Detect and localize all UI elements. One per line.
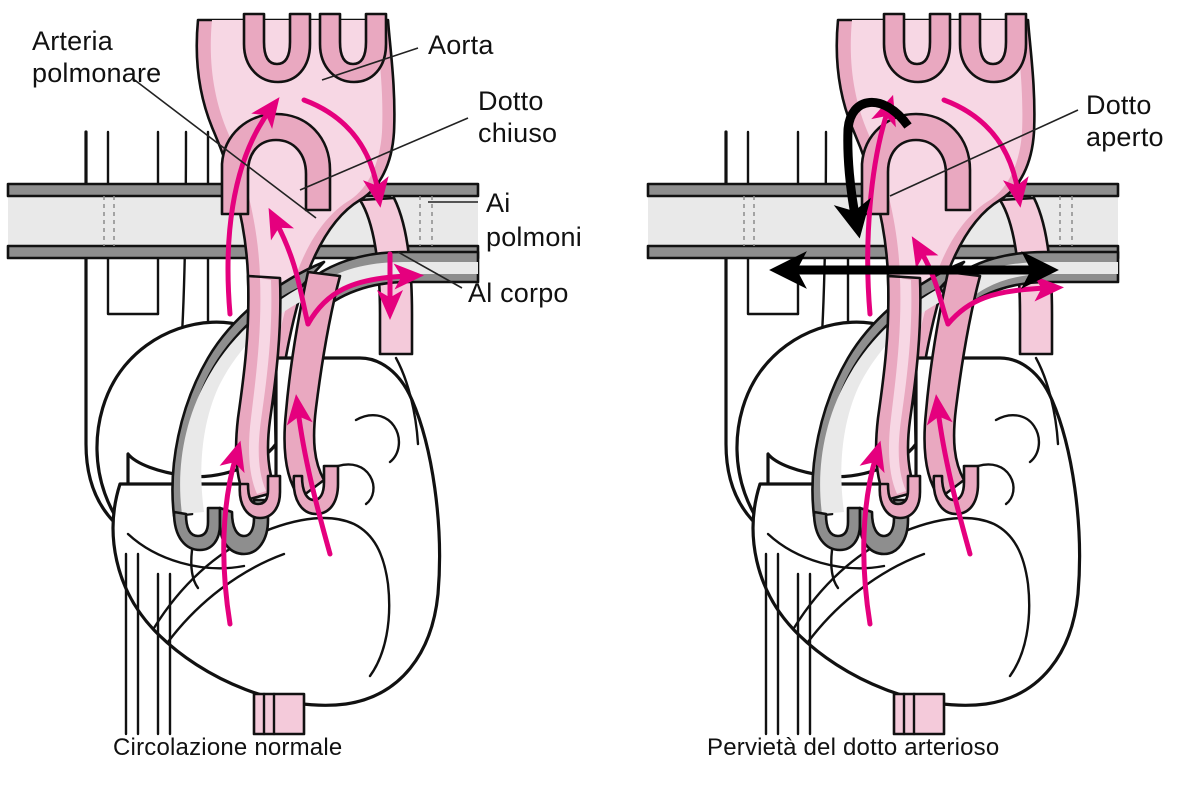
label-ai-polmoni-line1: Ai: [486, 188, 510, 218]
label-aorta-line1: Aorta: [428, 30, 494, 60]
flow-arrow-right-ventricle-pda: [859, 440, 885, 627]
label-arteria-polmonare-line1: Arteria: [32, 26, 114, 56]
leader-dotto-aperto: [889, 109, 1079, 197]
label-dotto-chiuso-line1: Dotto: [478, 86, 544, 116]
label-dotto-chiuso: Dotto chiuso: [478, 86, 557, 148]
shunt-arrow-through-ductus: [833, 97, 912, 239]
label-arteria-polmonare-line2: polmonare: [32, 58, 161, 88]
heart-illustration-pda: [646, 12, 1120, 736]
leader-arteria-polmonare: [131, 77, 317, 219]
leader-al-corpo: [397, 251, 463, 289]
caption-normal-circulation: Circolazione normale: [113, 734, 342, 761]
label-arteria-polmonare: Arteria polmonare: [32, 26, 161, 88]
heart-illustration-normal: [6, 12, 480, 736]
caption-patent-ductus: Pervietà del dotto arterioso: [707, 734, 999, 761]
leader-dotto-chiuso: [299, 117, 469, 191]
leader-aorta: [321, 47, 419, 81]
flow-arrow-aortic-arch: [301, 97, 389, 208]
ductus-shunt-arrows: [769, 97, 1059, 289]
flow-arrow-pulm-right-pda: [945, 275, 1064, 327]
flow-arrow-right-ventricle: [219, 440, 245, 627]
flow-arrow-pulm-left: [268, 207, 311, 327]
label-ai-polmoni: Ai polmoni: [486, 188, 582, 252]
flow-arrow-aortic-arch-pda: [941, 97, 1029, 208]
flow-arrow-ascending-aorta: [225, 97, 280, 317]
flow-arrow-left-ventricle: [286, 394, 333, 557]
label-aorta: Aorta: [428, 30, 494, 60]
panel-patent-ductus: Dotto aperto Pervietà del dotto arterios…: [646, 12, 1164, 761]
label-al-corpo-line1: Al corpo: [468, 278, 569, 308]
flow-arrow-pulm-left-pda: [911, 236, 951, 327]
normal-flow-arrows-pda: [859, 94, 1064, 627]
label-dotto-aperto-line1: Dotto: [1086, 90, 1152, 120]
label-dotto-aperto-line2: aperto: [1086, 122, 1164, 152]
label-dotto-chiuso-line2: chiuso: [478, 118, 557, 148]
flow-arrow-left-ventricle-pda: [926, 394, 973, 557]
label-al-corpo: Al corpo: [468, 278, 569, 308]
label-ai-polmoni-line2: polmoni: [486, 222, 582, 252]
flow-arrow-pulm-right: [305, 263, 424, 327]
normal-flow-arrows: [219, 97, 424, 627]
label-dotto-aperto: Dotto aperto: [1086, 90, 1164, 152]
panel-normal-circulation: Arteria polmonare Aorta Dotto chiuso Ai …: [6, 12, 582, 761]
